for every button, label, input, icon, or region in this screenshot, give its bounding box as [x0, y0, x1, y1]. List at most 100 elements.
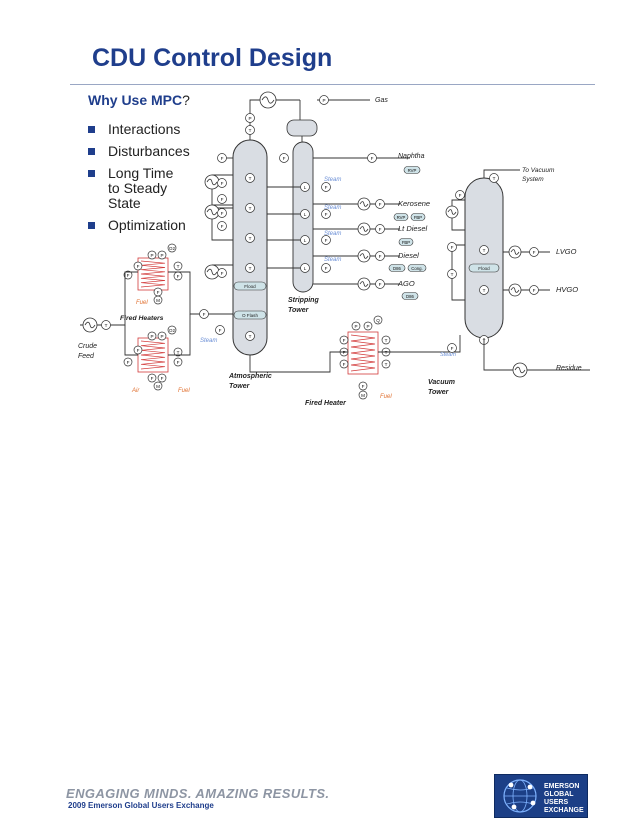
heat-exchanger-coil	[359, 201, 369, 207]
instrument-tag: F	[219, 328, 222, 333]
instrument-bubble	[375, 224, 385, 234]
vacuum-tower-label: Tower	[428, 389, 450, 396]
atmospheric-tower-label: Tower	[229, 383, 251, 390]
instrument-bubble	[321, 263, 331, 273]
slide: CDU Control Design Why Use MPC? Interact…	[0, 44, 638, 818]
instrument-bubble	[455, 190, 465, 200]
o-flash-box	[233, 310, 267, 320]
instrument-bubble	[123, 357, 133, 367]
to-vacuum-label: To Vacuum	[522, 167, 555, 174]
instrument-tag: T	[385, 338, 388, 343]
instrument-tag: F	[325, 212, 328, 217]
flood-label: Flood	[244, 284, 256, 289]
instrument-bubble	[157, 331, 167, 341]
instrument-tag: L	[304, 266, 307, 271]
instrument-tag: O2	[169, 328, 176, 333]
instrument-tag: P	[366, 324, 369, 329]
instrument-bubble	[147, 373, 157, 383]
bullet-marker	[88, 126, 95, 133]
instrument-tag: F	[221, 156, 224, 161]
residue-label: Residue	[556, 365, 582, 372]
instrument-bubble	[300, 235, 310, 245]
instrument-bubble	[123, 270, 133, 280]
bullet-text: Optimization	[108, 217, 186, 233]
instrument-bubble	[358, 390, 368, 400]
bullet-marker	[88, 170, 95, 177]
instrument-tag: F	[221, 224, 224, 229]
instrument-tag: F	[161, 376, 164, 381]
instrument-tag: F	[343, 338, 346, 343]
instrument-bubble	[199, 309, 209, 319]
instrument-bubble	[167, 325, 177, 335]
lt-diesel-label: Lt Diesel	[398, 224, 428, 233]
globe-icon	[503, 779, 537, 813]
fuel-label-3: Fuel	[380, 394, 392, 400]
instrument-tag: M	[156, 298, 160, 303]
instrument-bubble	[367, 153, 377, 163]
instrument-tag: L	[304, 212, 307, 217]
air-label: Air	[131, 388, 140, 394]
instrument-bubble	[373, 315, 383, 325]
steam-label-atm: Steam	[200, 338, 217, 344]
vac-flood-label: Flood	[478, 266, 490, 271]
flood-box	[233, 281, 267, 291]
footer: ENGAGING MINDS. AMAZING RESULTS. 2009 Em…	[0, 386, 638, 818]
o-flash-label: O Flash	[242, 313, 259, 318]
instrument-bubble	[101, 320, 111, 330]
instrument-bubble	[279, 153, 289, 163]
instrument-bubble	[381, 359, 391, 369]
instrument-bubble	[319, 95, 329, 105]
stripping-tower-label: Tower	[288, 307, 310, 314]
logo-line-3: USERS	[544, 799, 569, 806]
ago-label: AGO	[397, 279, 415, 288]
instrument-bubble	[215, 325, 225, 335]
instrument-tag: T	[105, 323, 108, 328]
instrument-bubble	[375, 279, 385, 289]
instrument-bubble	[217, 221, 227, 231]
instrument-bubble	[167, 243, 177, 253]
instrument-bubble	[479, 285, 489, 295]
instrument-bubble	[321, 209, 331, 219]
analyzer-box	[393, 213, 409, 221]
instrument-tag: F	[221, 181, 224, 186]
instrument-tag: F	[127, 360, 130, 365]
heat-exchanger-coil	[359, 226, 369, 232]
instrument-tag: P	[322, 98, 325, 103]
instrument-bubble	[245, 331, 255, 341]
instrument-tag: F	[343, 362, 346, 367]
kerosene-label: Kerosene	[398, 199, 430, 208]
stripping-label: Stripping	[288, 297, 319, 304]
instrument-bubble	[133, 345, 143, 355]
instrument-tag: P	[150, 334, 153, 339]
bullet-text: Long Time	[108, 165, 174, 181]
analyzer-box	[398, 238, 414, 246]
heat-exchanger-coil	[359, 281, 369, 287]
instrument-tag: T	[249, 236, 252, 241]
instrument-bubble	[217, 268, 227, 278]
instrument-tag: M	[156, 384, 160, 389]
instrument-tag: F	[459, 193, 462, 198]
instrument-tag: F	[325, 185, 328, 190]
vacuum-column	[464, 177, 504, 339]
heat-exchanger-coil	[510, 249, 520, 255]
instrument-tag: F	[533, 288, 536, 293]
instrument-bubble	[245, 203, 255, 213]
instrument-tag: Q	[376, 318, 380, 323]
subtitle-text: Why Use MPC	[88, 92, 183, 108]
system-label: System	[522, 176, 544, 183]
heat-exchanger-coil	[84, 321, 96, 329]
instrument-tag: F	[137, 264, 140, 269]
instrument-tag: P	[354, 324, 357, 329]
fired-heater-label: Fired Heater	[305, 400, 347, 407]
instrument-tag: F	[157, 290, 160, 295]
pumparound-loop	[211, 204, 233, 241]
fuel-label-1: Fuel	[136, 300, 148, 306]
bullet-text: to Steady	[108, 180, 168, 196]
instrument-tag: T	[249, 128, 252, 133]
instrument-bubble	[217, 178, 227, 188]
instrument-bubble	[217, 194, 227, 204]
heat-exchanger-coil	[510, 287, 520, 293]
analyzer-box	[388, 264, 406, 272]
instrument-tag: F	[127, 273, 130, 278]
